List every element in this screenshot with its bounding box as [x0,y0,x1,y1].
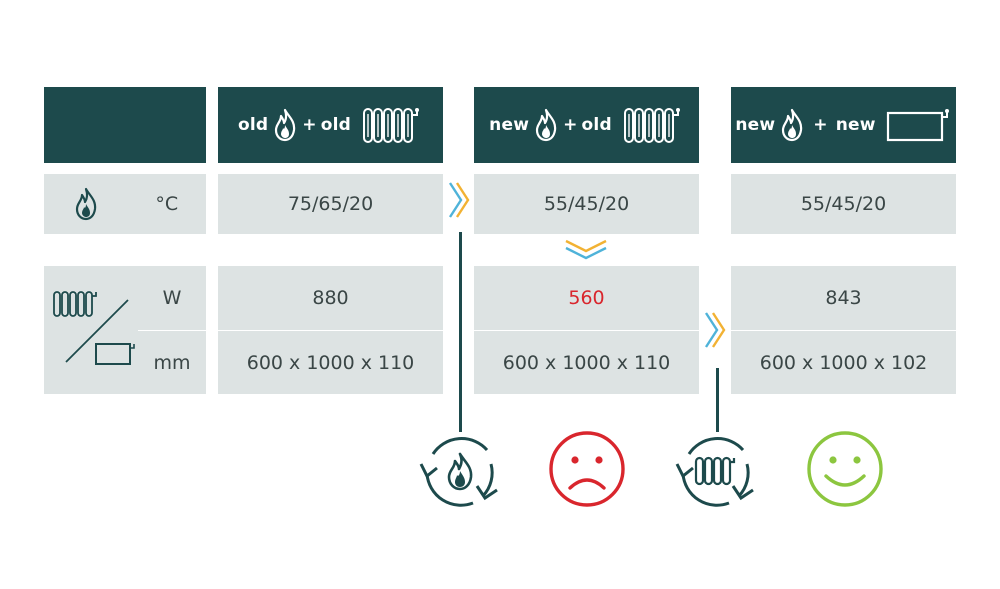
size-cell-new-old: 600 x 1000 x 110 [474,331,699,394]
unit-celsius: °C [155,193,179,215]
row-label-temperature: °C [44,174,206,234]
plus-sign: + [813,115,828,135]
happy-face-icon [807,431,883,507]
radiator-icon [622,105,684,145]
radiator-to-panel-icon [53,291,135,365]
panel-radiator-icon [886,107,952,143]
cycle-flame-icon [419,437,498,507]
power-cell-new-new: 843 [731,266,956,330]
unit-watt: W [162,287,182,309]
sad-face-icon [549,431,625,507]
header-left-word: new [489,115,530,135]
plus-sign: + [302,115,317,135]
radiator-icon [361,105,423,145]
temperature-cell-new-old: 55/45/20 [474,174,699,234]
plus-sign: + [563,115,578,135]
label-divider [138,330,206,331]
header-right-word: old [581,115,612,135]
header-empty-cell [44,87,206,163]
header-old-old: old + old [218,87,443,163]
unit-mm: mm [153,351,191,374]
size-cell-old-old: 600 x 1000 x 110 [218,331,443,394]
flame-icon [272,108,298,142]
size-cell-new-new: 600 x 1000 x 102 [731,331,956,394]
power-cell-old-old: 880 [218,266,443,330]
connector-line [459,232,462,432]
flame-icon [779,108,805,142]
cycle-radiator-icon [675,437,754,507]
header-new-old: new + old [474,87,699,163]
chevron-right-icon [448,182,470,218]
header-right-word: old [320,115,351,135]
chevron-right-icon [704,312,726,348]
header-new-new: new + new [731,87,956,163]
header-right-word: new [835,115,876,135]
flame-icon [72,187,100,221]
flame-icon [533,108,559,142]
header-left-word: new [735,115,776,135]
temperature-cell-new-new: 55/45/20 [731,174,956,234]
header-left-word: old [237,115,269,135]
chevron-down-icon [565,239,607,260]
power-cell-new-old: 560 [474,266,699,330]
connector-line [716,368,719,432]
temperature-cell-old-old: 75/65/20 [218,174,443,234]
